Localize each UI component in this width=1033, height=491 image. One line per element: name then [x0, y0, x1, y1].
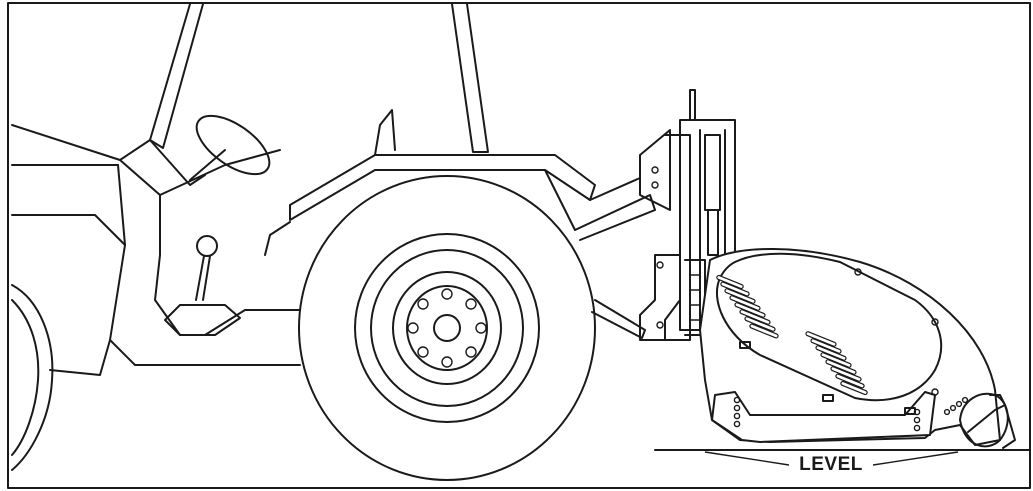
rear-wheel: [298, 175, 596, 481]
level-pointer-right: [872, 451, 959, 466]
hood: [264, 109, 656, 256]
tractor-body: [11, 124, 301, 376]
left-wheel: [11, 284, 54, 471]
level-pointer-left: [704, 451, 790, 466]
vent-slots-lower: [805, 331, 868, 396]
frame-border: [7, 2, 1031, 489]
vent-slots-upper: [716, 274, 779, 339]
lower-link: [591, 299, 646, 339]
level-label: LEVEL: [789, 452, 873, 478]
mower-deck: [699, 248, 1016, 449]
gear-lever: [164, 235, 241, 336]
roll-bar: [149, 3, 489, 153]
steering-wheel: [189, 114, 271, 181]
level-reference: [654, 449, 1031, 466]
